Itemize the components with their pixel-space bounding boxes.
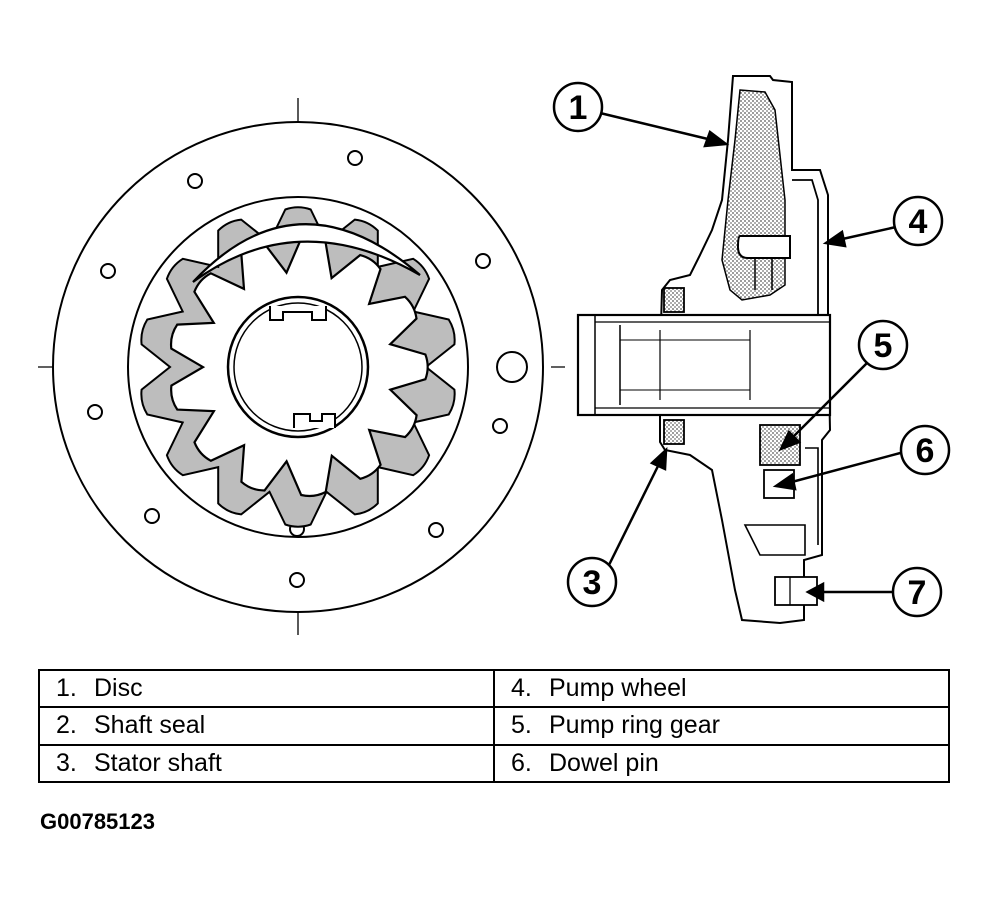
- shaft-seal-upper: [663, 287, 685, 313]
- pump-diagram: 1 4 5 6 3 7: [38, 75, 951, 635]
- callout-7: 7: [891, 566, 943, 618]
- callout-3: 3: [566, 556, 618, 608]
- svg-text:5: 5: [874, 327, 893, 365]
- svg-text:3: 3: [583, 564, 602, 602]
- legend-cell: 5.Pump ring gear: [493, 706, 950, 746]
- callout-5: 5: [857, 319, 909, 371]
- stator-shaft: [576, 313, 832, 417]
- front-view: [38, 98, 565, 635]
- crescent: [192, 223, 421, 283]
- legend-cell: 3.Stator shaft: [38, 743, 495, 784]
- dowel-hole: [496, 351, 528, 383]
- shaft-seal-lower: [663, 419, 685, 445]
- callout-bubbles: 1 4 5 6 3 7: [552, 81, 951, 618]
- pump-wheel-profile: [792, 179, 819, 320]
- pump-wheel-slot: [736, 235, 791, 259]
- legend-row: 3.Stator shaft 6.Dowel pin: [38, 743, 950, 784]
- svg-text:1: 1: [569, 89, 588, 127]
- svg-text:4: 4: [909, 203, 928, 241]
- legend-table: 1.Disc 4.Pump wheel 2.Shaft seal 5.Pump …: [38, 668, 950, 784]
- legend-cell: 6.Dowel pin: [493, 743, 950, 784]
- callout-leaders: [599, 111, 905, 603]
- keyway-top: [269, 306, 327, 321]
- legend-cell: 4.Pump wheel: [493, 668, 950, 709]
- legend-row: 2.Shaft seal 5.Pump ring gear: [38, 706, 950, 746]
- figure-id: G00785123: [40, 809, 155, 834]
- svg-text:7: 7: [908, 574, 927, 612]
- disc-recess: [127, 196, 469, 538]
- legend-cell: 2.Shaft seal: [38, 706, 495, 746]
- legend-cell: 1.Disc: [38, 668, 495, 709]
- central-bore: [226, 295, 370, 439]
- bolt-holes: [87, 150, 508, 588]
- legend-row: 1.Disc 4.Pump wheel: [38, 668, 950, 709]
- lower-flange: [743, 524, 806, 556]
- svg-text:6: 6: [916, 432, 935, 470]
- central-bore-inner: [233, 302, 363, 432]
- callout-1: 1: [552, 81, 604, 133]
- keyway-bottom: [293, 413, 336, 428]
- side-view: [576, 75, 832, 625]
- callout-6: 6: [899, 424, 951, 476]
- callout-4: 4: [892, 195, 944, 247]
